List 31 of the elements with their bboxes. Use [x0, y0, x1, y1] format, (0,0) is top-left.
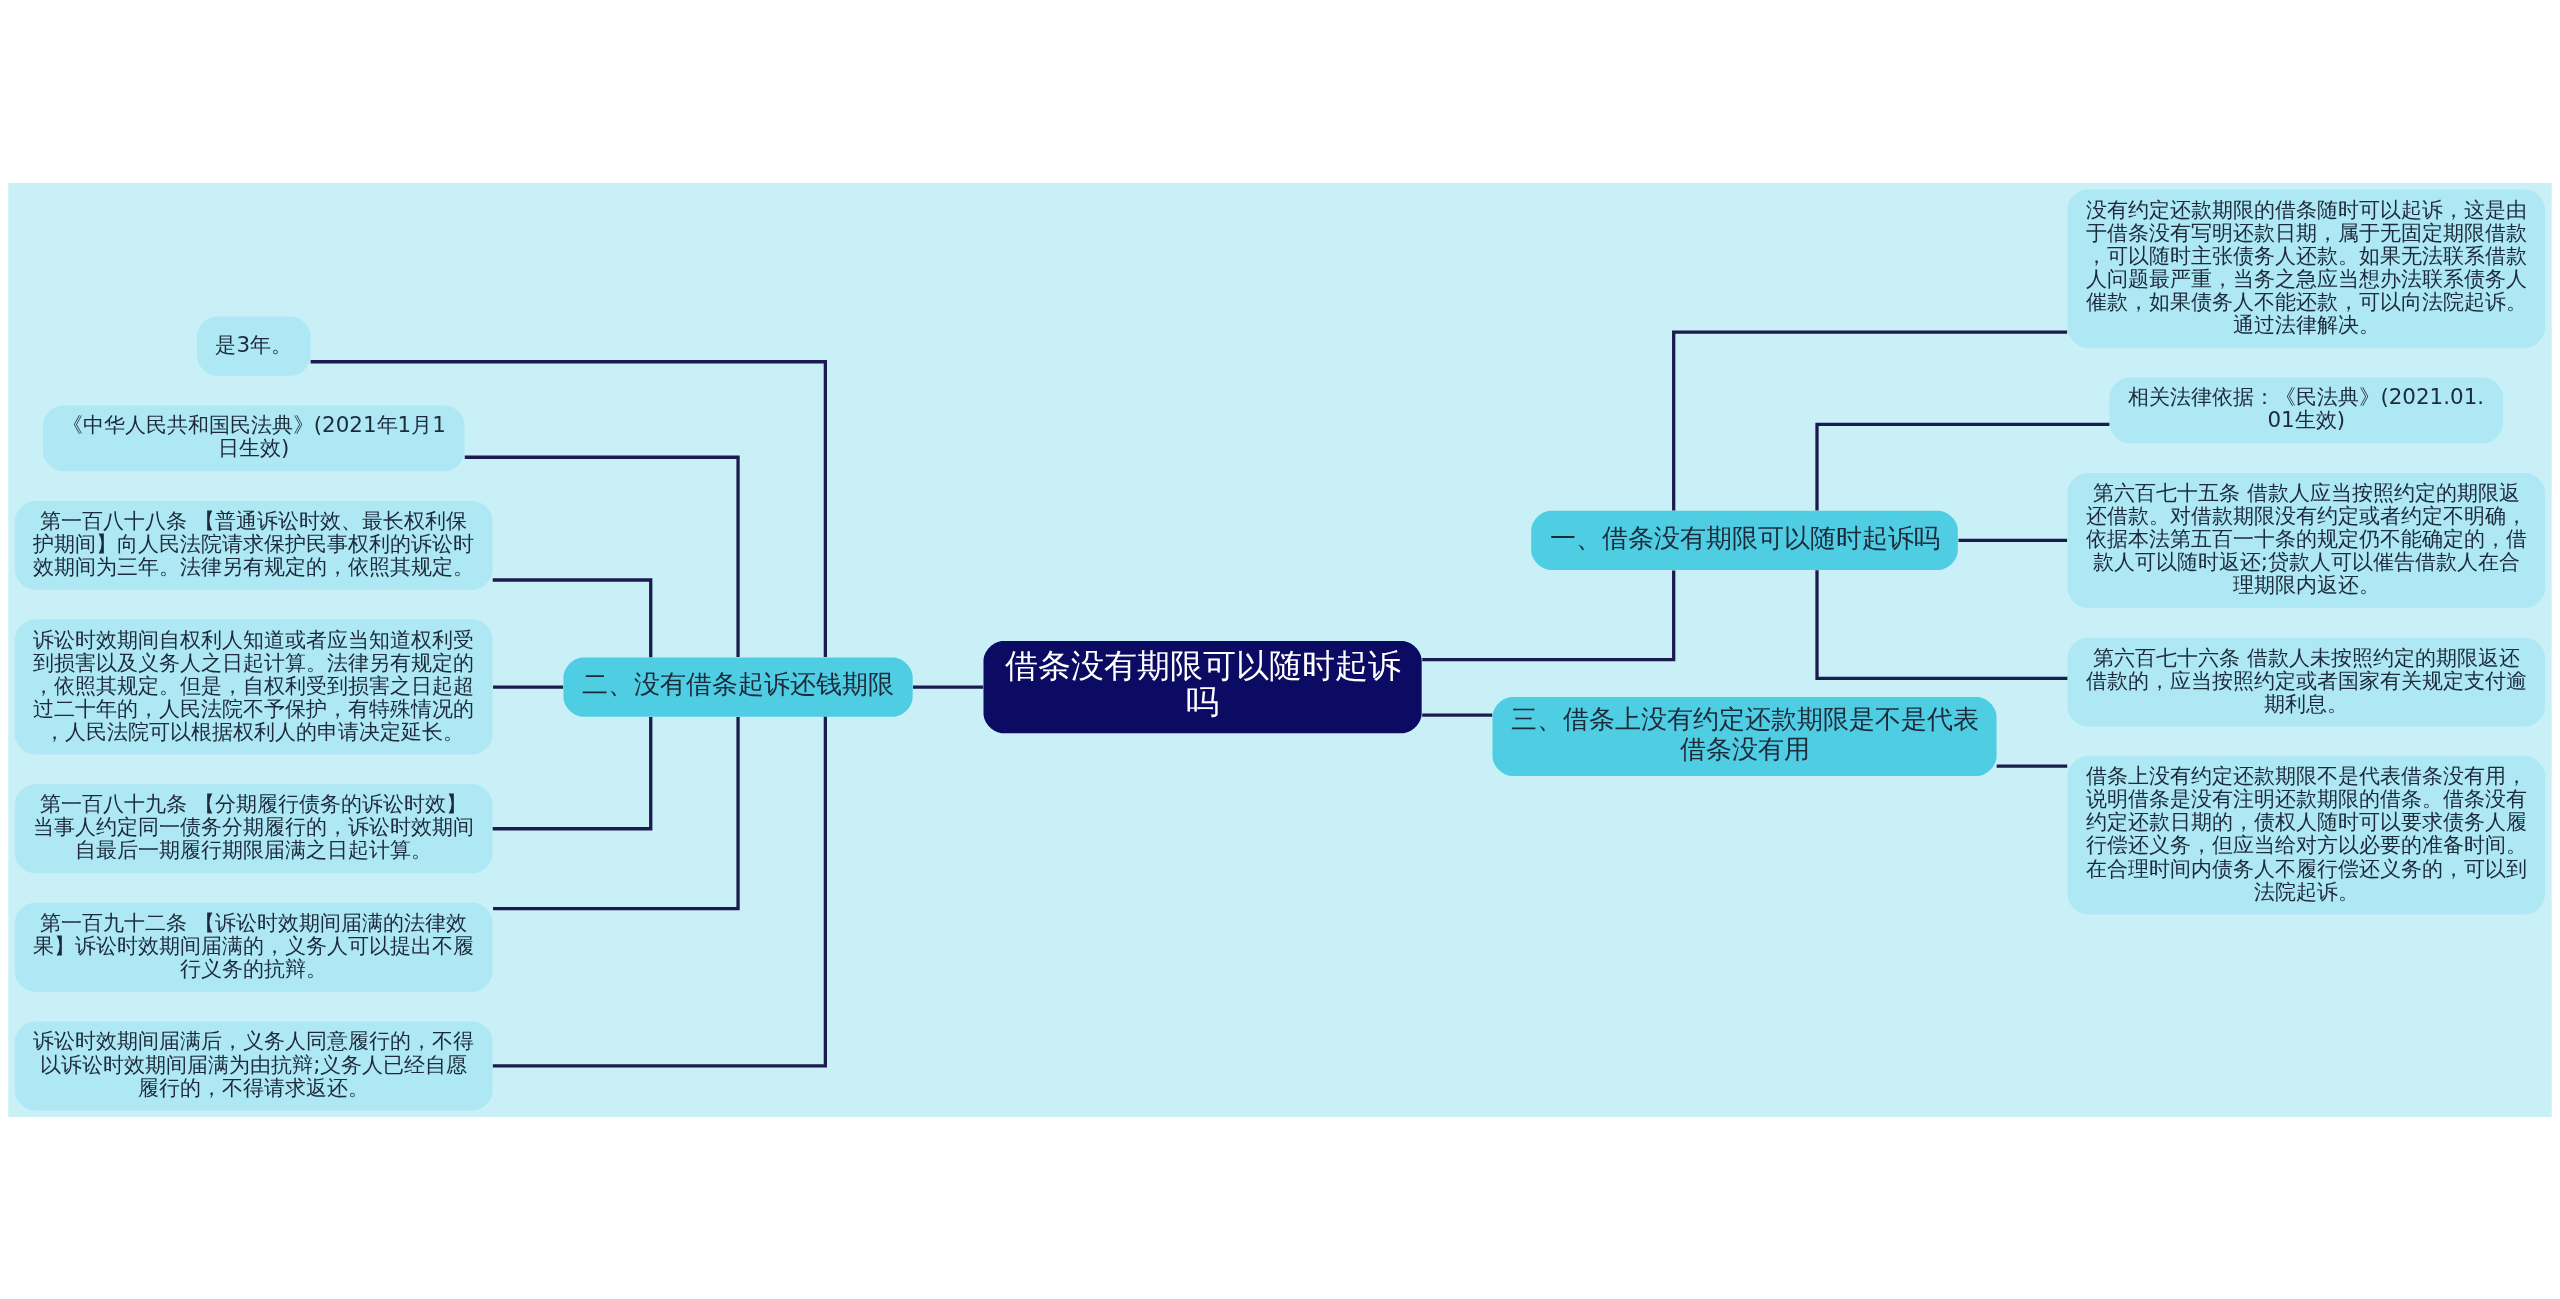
node-box: 是3年。 [196, 315, 311, 376]
node-box: 借条没有期限可以随时起诉吗 [983, 640, 1422, 733]
node-box: 一、借条没有期限可以随时起诉吗 [1531, 510, 1958, 570]
connector [492, 716, 653, 830]
node-box: 第六百七十六条 借款人未按照约定的期限返还借款的，应当按照约定或者国家有关规定支付逾期利息。 [2067, 637, 2546, 727]
node-box: 二、没有借条起诉还钱期限 [563, 656, 913, 717]
connector [1958, 538, 2068, 542]
connector [492, 577, 653, 657]
node-box: 第一百八十九条 【分期履行债务的诉讼时效】当事人约定同一债务分期履行的，诉讼时效期间自最后一期履行期限届满之日起计算。 [14, 783, 493, 873]
connector [1815, 569, 2068, 680]
node-box: 诉讼时效期间届满后，义务人同意履行的，不得以诉讼时效期间届满为由抗辩;义务人已经自愿履行的，不得请求返还。 [14, 1020, 493, 1110]
node-box: 诉讼时效期间自权利人知道或者应当知道权利受到损害以及义务人之日起计算。法律另有规定的，依照其规定。但是，自权利受到损害之日起超过二十年的，人民法院不予保护，有特殊情况的，人民法院可以根据权利人的申请决定延长。 [14, 619, 493, 755]
connector [1422, 712, 1493, 717]
node-box: 第六百七十五条 借款人应当按照约定的期限返还借款。对借款期限没有约定或者约定不明确，依据本法第五百一十条的规定仍不能确定的，借款人可以随时返还;贷款人可以催告借款人在合理期限内返还。 [2067, 472, 2546, 608]
connector [310, 359, 827, 657]
node-box: 第一百九十二条 【诉讼时效期间届满的法律效果】诉讼时效期间届满的，义务人可以提出不履行义务的抗辩。 [14, 902, 493, 992]
connector [493, 716, 740, 910]
connector [493, 684, 564, 689]
connector [1422, 570, 1676, 661]
connector [464, 455, 740, 657]
connector [913, 684, 984, 689]
node-box: 借条上没有约定还款期限不是代表借条没有用，说明借条是没有注明还款期限的借条。借条没有约定还款日期的，债权人随时可以要求债务人履行偿还义务，但应当给对方以必要的准备时间。在合理时间内债务人不履行偿还义务的，可以到法院起诉。 [2067, 755, 2546, 914]
node-box: 没有约定还款期限的借条随时可以起诉，这是由于借条没有写明还款日期，属于无固定期限借款，可以随时主张债务人还款。如果无法联系借款人问题最严重，当务之急应当想办法联系债务人催款，如果债务人不能还款，可以向法院起诉。通过法律解决。 [2067, 189, 2546, 348]
node-box: 第一百八十八条 【普通诉讼时效、最长权利保护期间】向人民法院请求保护民事权利的诉讼时效期间为三年。法律另有规定的，依照其规定。 [14, 500, 493, 590]
node-box: 《中华人民共和国民法典》(2021年1月1日生效) [42, 404, 465, 471]
connector [1672, 329, 2068, 511]
connector [1996, 764, 2068, 768]
node-box: 相关法律依据：《民法典》(2021.01.01生效) [2109, 376, 2504, 443]
node-box: 三、借条上没有约定还款期限是不是代表借条没有用 [1492, 696, 1997, 776]
connector [1815, 422, 2110, 511]
connector [492, 716, 827, 1068]
